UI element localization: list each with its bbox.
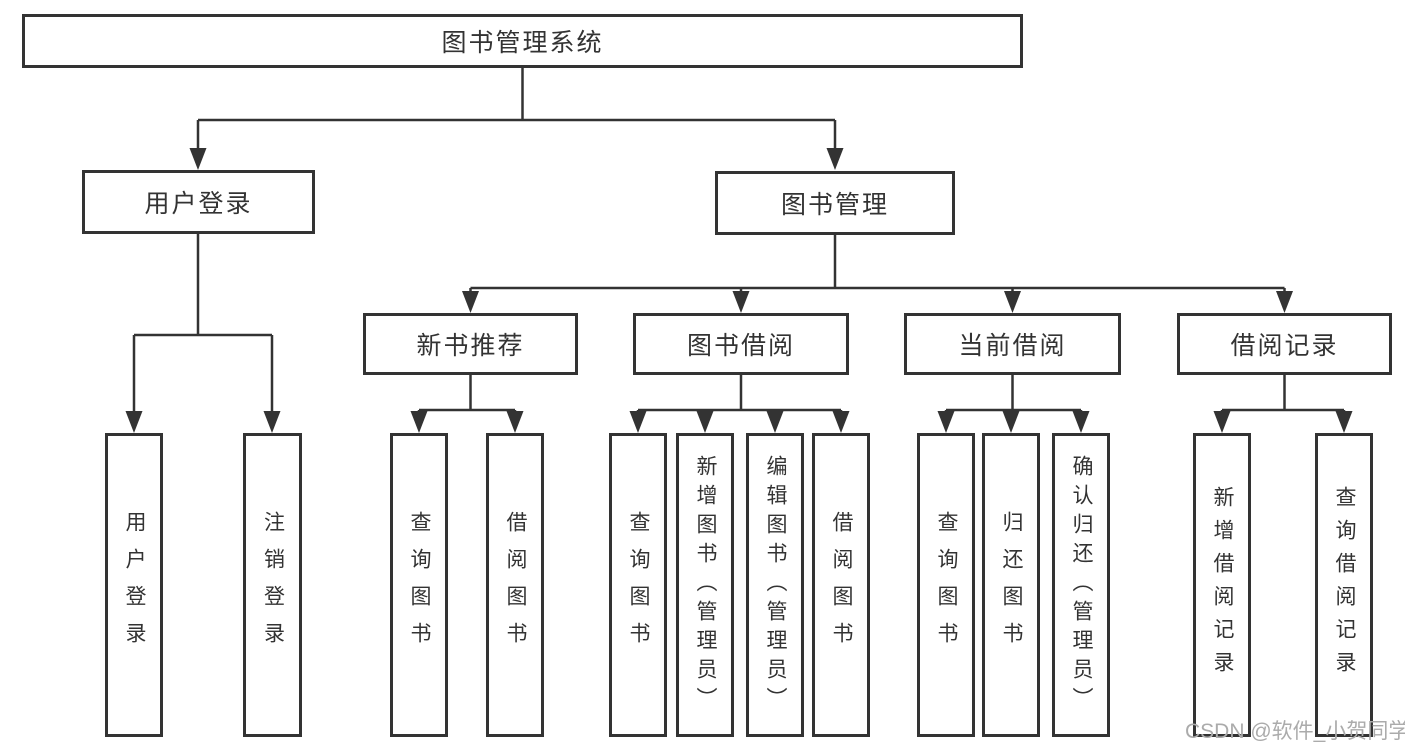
- leaf-query-borrow-record: 查询借阅记录: [1315, 433, 1373, 737]
- csdn-watermark: CSDN @软件_小贺同学: [1185, 720, 1405, 743]
- node-current-borrowing: 当前借阅: [904, 313, 1121, 375]
- leaf-borrow-books-borrowing: 借阅图书: [812, 433, 870, 737]
- node-new-book-recommendation: 新书推荐: [363, 313, 578, 375]
- leaf-return-books: 归还图书: [982, 433, 1040, 737]
- arrow-down-icon: [189, 148, 207, 170]
- node-label: 图书借阅: [686, 332, 795, 360]
- arrow-down-icon: [1072, 411, 1090, 433]
- leaf-query-books-borrowing: 查询图书: [609, 433, 667, 737]
- leaf-label: 借阅图书: [830, 511, 853, 659]
- arrow-down-icon: [696, 411, 714, 433]
- leaf-label: 编辑图书（管理员）: [764, 454, 787, 716]
- node-book-management: 图书管理: [715, 171, 955, 235]
- arrow-down-icon: [826, 148, 844, 170]
- leaf-label: 新增图书（管理员）: [694, 454, 717, 716]
- leaf-label: 用户登录: [123, 511, 146, 659]
- leaf-label: 查询图书: [408, 511, 431, 659]
- node-label: 用户登录: [144, 190, 253, 218]
- arrow-down-icon: [1213, 411, 1231, 433]
- node-label: 图书管理: [780, 191, 889, 219]
- node-book-borrowing: 图书借阅: [633, 313, 849, 375]
- leaf-label: 查询借阅记录: [1333, 486, 1356, 684]
- arrow-down-icon: [629, 411, 647, 433]
- leaf-label: 归还图书: [1000, 511, 1023, 659]
- leaf-label: 查询图书: [627, 511, 650, 659]
- leaf-add-borrow-record: 新增借阅记录: [1193, 433, 1251, 737]
- arrow-down-icon: [462, 291, 479, 313]
- node-library-management-system: 图书管理系统: [22, 14, 1023, 68]
- node-label: 借阅记录: [1230, 332, 1339, 360]
- leaf-confirm-return-admin: 确认归还（管理员）: [1052, 433, 1110, 737]
- leaf-label: 借阅图书: [504, 511, 527, 659]
- arrow-down-icon: [410, 411, 428, 433]
- leaf-label: 确认归还（管理员）: [1070, 454, 1093, 716]
- leaf-label: 查询图书: [935, 511, 958, 659]
- leaf-borrow-books-recommend: 借阅图书: [486, 433, 544, 737]
- node-label: 当前借阅: [958, 332, 1067, 360]
- arrow-down-icon: [1002, 411, 1020, 433]
- node-label: 新书推荐: [416, 332, 525, 360]
- leaf-logout-login: 注销登录: [243, 433, 302, 737]
- arrow-down-icon: [1004, 291, 1021, 313]
- leaf-label: 注销登录: [261, 511, 285, 659]
- leaf-query-books-recommend: 查询图书: [390, 433, 448, 737]
- arrow-down-icon: [1276, 291, 1293, 313]
- arrow-down-icon: [1335, 411, 1353, 433]
- arrow-down-icon: [263, 411, 281, 433]
- leaf-label: 新增借阅记录: [1211, 486, 1234, 684]
- node-label: 图书管理系统: [441, 29, 604, 57]
- leaf-query-books-current: 查询图书: [917, 433, 975, 737]
- arrow-down-icon: [832, 411, 850, 433]
- leaf-edit-book-admin: 编辑图书（管理员）: [746, 433, 804, 737]
- leaf-add-book-admin: 新增图书（管理员）: [676, 433, 734, 737]
- arrow-down-icon: [125, 411, 143, 433]
- arrow-down-icon: [766, 411, 784, 433]
- arrow-down-icon: [506, 411, 524, 433]
- leaf-user-login: 用户登录: [105, 433, 163, 737]
- arrow-down-icon: [732, 291, 750, 313]
- node-user-login: 用户登录: [82, 170, 315, 234]
- node-borrowing-records: 借阅记录: [1177, 313, 1392, 375]
- arrow-down-icon: [937, 411, 955, 433]
